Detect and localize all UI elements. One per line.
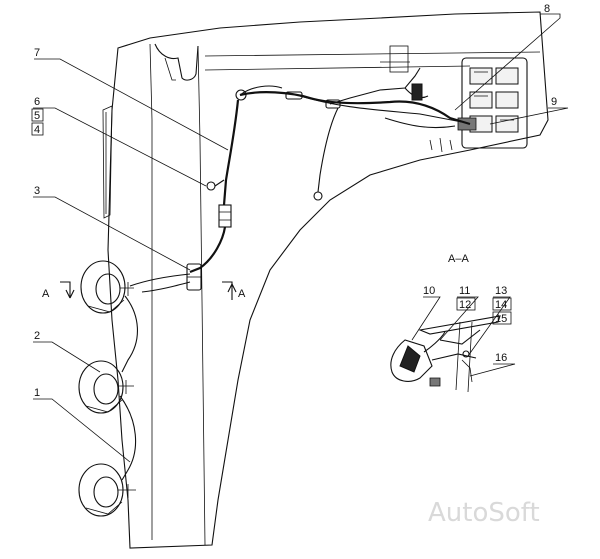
lamp-bottom <box>78 463 136 517</box>
callout-4: 4 <box>34 124 40 136</box>
callout-12: 12 <box>459 299 471 311</box>
section-marker-right: A <box>222 281 246 300</box>
callout-13: 13 <box>495 285 507 297</box>
callout-5: 5 <box>34 110 40 122</box>
callout-16: 16 <box>495 352 507 364</box>
callout-9: 9 <box>551 96 557 108</box>
lamp-top <box>80 260 134 314</box>
watermark: AutoSoft <box>428 498 540 528</box>
callout-6: 6 <box>34 96 40 108</box>
callout-14: 14 <box>495 299 507 311</box>
callout-11: 11 <box>459 285 470 297</box>
callout-1: 1 <box>34 387 40 399</box>
callout-10: 10 <box>423 285 435 297</box>
callout-8: 8 <box>544 3 550 15</box>
section-marker-left: A <box>42 281 75 300</box>
section-view-a-a: A–A <box>390 253 501 393</box>
callout-2: 2 <box>34 330 40 342</box>
callout-15: 15 <box>495 313 507 325</box>
callout-3: 3 <box>34 185 40 197</box>
svg-text:A–A: A–A <box>448 253 469 265</box>
svg-text:A: A <box>42 288 50 300</box>
svg-text:A: A <box>238 288 246 300</box>
wiring-harness <box>119 67 471 481</box>
fender-panel <box>102 11 549 549</box>
callout-7: 7 <box>34 47 40 59</box>
lamp-middle <box>78 360 134 414</box>
leader-lines <box>33 13 569 463</box>
relay-block <box>380 45 528 153</box>
callout-labels: 7 6 5 4 3 2 1 8 9 10 11 12 13 14 15 16 <box>31 3 557 399</box>
